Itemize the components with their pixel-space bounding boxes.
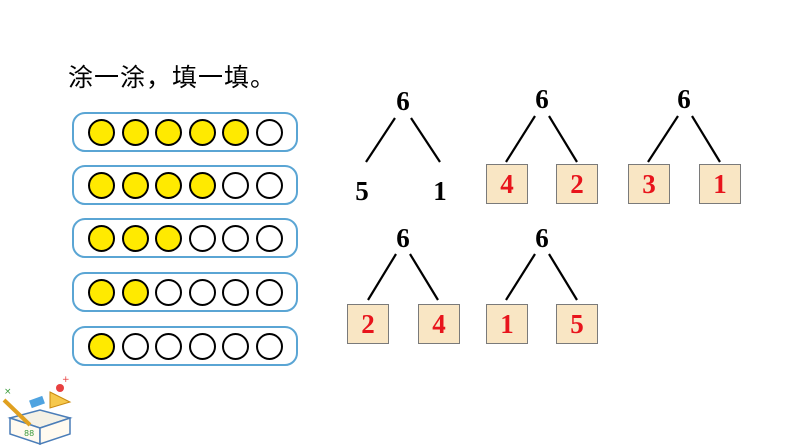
tree-5-left-line xyxy=(505,253,536,301)
tree-3-right-box: 1 xyxy=(699,164,741,204)
counting-strip-1 xyxy=(72,112,298,152)
instruction-text: 涂一涂，填一填。 xyxy=(68,63,277,92)
tree-2-left-box: 4 xyxy=(486,164,528,204)
tree-2-left-line xyxy=(505,115,536,163)
filled-circle[interactable] xyxy=(121,172,149,199)
filled-circle[interactable] xyxy=(121,279,149,306)
filled-circle[interactable] xyxy=(121,119,149,146)
filled-circle[interactable] xyxy=(155,172,182,199)
tree-5-root: 6 xyxy=(535,223,549,253)
filled-circle[interactable] xyxy=(121,225,149,252)
svg-text:88: 88 xyxy=(24,429,34,438)
stationery-decoration-icon: + × 88 xyxy=(2,375,73,446)
tree-4-right-line xyxy=(409,253,439,301)
tree-1-right-number: 1 xyxy=(433,176,447,206)
tree-1-left-line xyxy=(365,117,396,163)
tree-3-root: 6 xyxy=(677,84,691,114)
tree-1-root: 6 xyxy=(396,86,410,116)
empty-circle[interactable] xyxy=(255,172,283,199)
empty-circle[interactable] xyxy=(222,172,249,199)
filled-circle[interactable] xyxy=(222,119,249,146)
tree-1-left-number: 5 xyxy=(355,176,369,206)
tree-4-left-box: 2 xyxy=(347,304,389,344)
empty-circle[interactable] xyxy=(222,225,249,252)
counting-strip-4 xyxy=(72,272,298,312)
empty-circle[interactable] xyxy=(188,279,216,306)
empty-circle[interactable] xyxy=(255,279,283,306)
tree-4-right-box: 4 xyxy=(418,304,460,344)
counting-strip-2 xyxy=(72,165,298,205)
filled-circle[interactable] xyxy=(155,225,182,252)
filled-circle[interactable] xyxy=(155,119,182,146)
filled-circle[interactable] xyxy=(88,333,115,360)
filled-circle[interactable] xyxy=(88,119,115,146)
tree-4-root: 6 xyxy=(396,223,410,253)
empty-circle[interactable] xyxy=(255,225,283,252)
tree-3-right-line xyxy=(691,115,721,163)
filled-circle[interactable] xyxy=(88,225,115,252)
empty-circle[interactable] xyxy=(155,279,182,306)
tree-4-left-line xyxy=(367,253,397,301)
empty-circle[interactable] xyxy=(188,333,216,360)
empty-circle[interactable] xyxy=(255,119,283,146)
svg-text:+: + xyxy=(62,375,70,385)
tree-1-right-line xyxy=(410,117,441,163)
counting-strip-5 xyxy=(72,326,298,366)
tree-5-left-box: 1 xyxy=(486,304,528,344)
tree-3-left-box: 3 xyxy=(628,164,670,204)
counting-strip-3 xyxy=(72,218,298,258)
tree-3-left-line xyxy=(647,115,679,163)
filled-circle[interactable] xyxy=(188,119,216,146)
empty-circle[interactable] xyxy=(121,333,149,360)
filled-circle[interactable] xyxy=(88,172,115,199)
tree-2-right-line xyxy=(548,115,578,163)
empty-circle[interactable] xyxy=(222,333,249,360)
empty-circle[interactable] xyxy=(188,225,216,252)
svg-text:×: × xyxy=(4,387,12,397)
empty-circle[interactable] xyxy=(222,279,249,306)
tree-5-right-box: 5 xyxy=(556,304,598,344)
empty-circle[interactable] xyxy=(155,333,182,360)
empty-circle[interactable] xyxy=(255,333,283,360)
filled-circle[interactable] xyxy=(188,172,216,199)
tree-2-root: 6 xyxy=(535,84,549,114)
filled-circle[interactable] xyxy=(88,279,115,306)
tree-5-right-line xyxy=(548,253,578,301)
tree-2-right-box: 2 xyxy=(556,164,598,204)
